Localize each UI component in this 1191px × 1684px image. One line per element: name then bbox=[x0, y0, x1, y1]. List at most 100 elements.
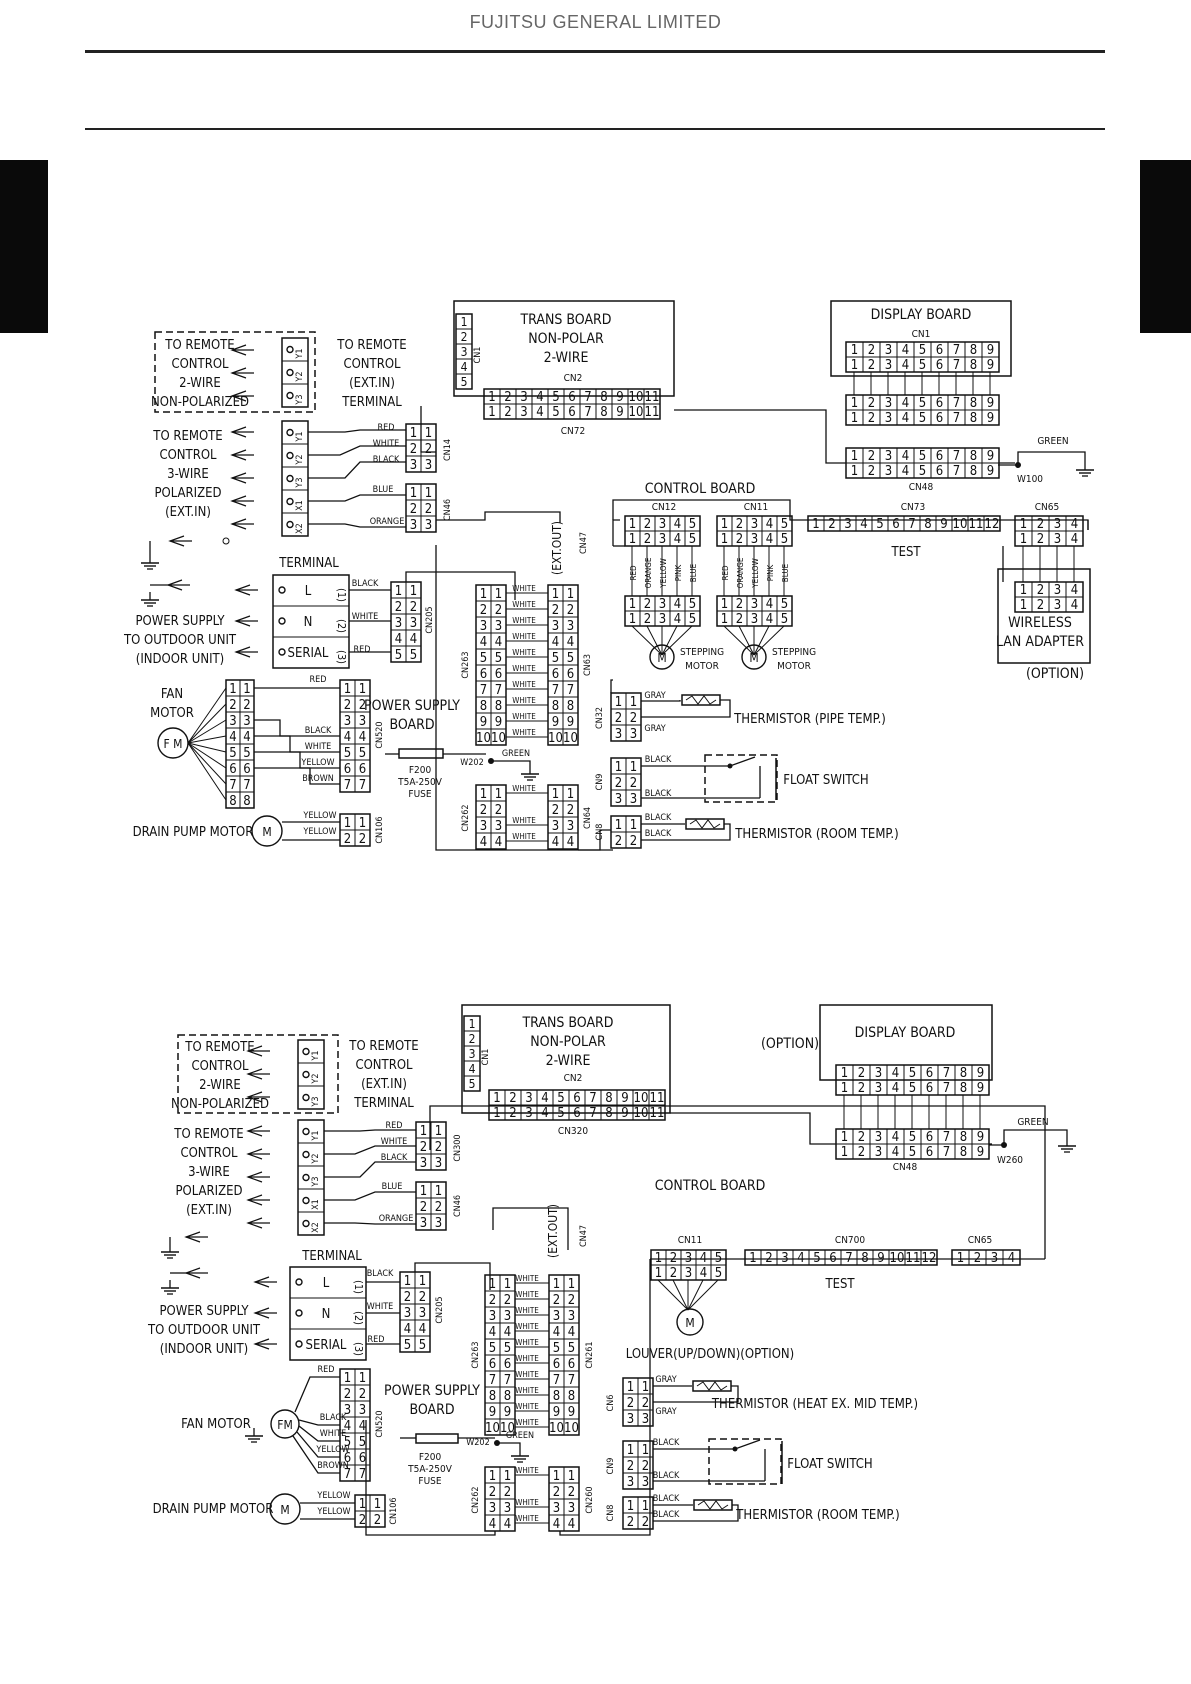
wire-color-label: YELLOW bbox=[300, 758, 334, 768]
pin-number: 1 bbox=[630, 760, 637, 775]
wire-color-label: WHITE bbox=[512, 712, 536, 721]
pin-number: 1 bbox=[841, 1145, 848, 1160]
pin-number: 1 bbox=[629, 517, 636, 532]
wire-color-label: BLACK bbox=[645, 755, 672, 765]
pin-number: 8 bbox=[480, 699, 487, 714]
pin-number: 2 bbox=[410, 442, 417, 457]
wire-color-label: WHITE bbox=[515, 1354, 539, 1363]
pin-number: 4 bbox=[553, 1325, 560, 1340]
fuse-label: F200 bbox=[409, 765, 432, 776]
terminal-block-2wire bbox=[297, 1039, 325, 1110]
pin-number: 9 bbox=[568, 1405, 575, 1420]
pin-number: 2 bbox=[420, 1200, 427, 1215]
pin-number: 4 bbox=[552, 835, 559, 850]
pin-number: 2 bbox=[868, 396, 875, 411]
pin-number: 5 bbox=[557, 1106, 564, 1121]
pin-number: 1 bbox=[567, 787, 574, 802]
wire-color-label: ORANGE bbox=[379, 1214, 414, 1224]
pin-number: 11 bbox=[906, 1251, 921, 1266]
pin-number: 3 bbox=[520, 405, 527, 420]
pin-number: 5 bbox=[229, 746, 236, 761]
terminal-id: X1 bbox=[295, 500, 305, 511]
w202-label: W202 bbox=[466, 1438, 489, 1448]
pin-number: 6 bbox=[573, 1106, 580, 1121]
wire-color-label: BLACK bbox=[653, 1438, 680, 1448]
motor-lead bbox=[631, 625, 663, 656]
pin-number: 3 bbox=[630, 792, 637, 807]
board-outline bbox=[420, 406, 436, 453]
wire-black bbox=[308, 461, 406, 479]
pin-number: 10 bbox=[564, 1421, 579, 1436]
pin-number: 2 bbox=[420, 1140, 427, 1155]
pin-number: 2 bbox=[615, 711, 622, 726]
board-outline bbox=[429, 1105, 1046, 1259]
wire-color-label: WHITE bbox=[515, 1418, 539, 1427]
pin-number: 1 bbox=[419, 1274, 426, 1289]
pin-number: 7 bbox=[243, 778, 250, 793]
pin-number: 5 bbox=[876, 517, 883, 532]
pin-number: 6 bbox=[892, 517, 899, 532]
wire-color-label: ORANGE bbox=[736, 557, 745, 588]
pin-number: 1 bbox=[243, 682, 250, 697]
pin-number: 4 bbox=[395, 632, 402, 647]
pin-number: 2 bbox=[627, 1515, 634, 1530]
pin-number: 1 bbox=[721, 597, 728, 612]
pin-number: 1 bbox=[359, 816, 366, 831]
pin-number: 5 bbox=[909, 1145, 916, 1160]
wire-blue bbox=[308, 494, 406, 502]
pin-number: 6 bbox=[568, 390, 575, 405]
terminal-screw-icon bbox=[302, 1150, 310, 1159]
float-switch-dashed bbox=[704, 754, 778, 803]
pin-number: 4 bbox=[567, 835, 574, 850]
pin-number: 2 bbox=[644, 517, 651, 532]
pin-number: 5 bbox=[689, 612, 696, 627]
pin-number: 1 bbox=[630, 695, 637, 710]
signal-bus bbox=[670, 1112, 836, 1145]
pin-number: 3 bbox=[495, 619, 502, 634]
pin-number: 7 bbox=[567, 683, 574, 698]
stepping-motor-icon bbox=[649, 644, 675, 670]
pin-number: 3 bbox=[359, 1403, 366, 1418]
pin-number: 4 bbox=[674, 597, 681, 612]
pin-number: 2 bbox=[359, 698, 366, 713]
wire-color-label: YELLOW bbox=[302, 811, 336, 821]
page-header: FUJITSU GENERAL LIMITED bbox=[0, 0, 1191, 60]
pin-number: 7 bbox=[953, 449, 960, 464]
remote-3wire-label: POLARIZED bbox=[154, 486, 221, 501]
pin-number: 3 bbox=[425, 458, 432, 473]
disp-cn1-label: CN1 bbox=[912, 329, 931, 340]
pin-number: 2 bbox=[858, 1066, 865, 1081]
drain-m-symbol: M bbox=[280, 1503, 289, 1517]
ext-out-label: (EXT.OUT) bbox=[550, 521, 564, 575]
pin-number: 1 bbox=[495, 787, 502, 802]
cn12-label: CN12 bbox=[652, 502, 676, 513]
pin-number: 2 bbox=[469, 1032, 476, 1046]
wire-color-label: BLACK bbox=[381, 1153, 408, 1163]
pin-number: 3 bbox=[627, 1475, 634, 1490]
fan-lead bbox=[187, 703, 227, 744]
pin-number: 9 bbox=[987, 396, 994, 411]
pin-number: 5 bbox=[553, 1341, 560, 1356]
pin-number: 2 bbox=[627, 1396, 634, 1411]
pin-number: 5 bbox=[395, 648, 402, 663]
fuse-label: T5A-250V bbox=[407, 1464, 453, 1475]
wire-blue bbox=[324, 1191, 416, 1201]
pin-number: 1 bbox=[404, 1274, 411, 1289]
pin-number: 2 bbox=[630, 711, 637, 726]
pin-number: 4 bbox=[902, 449, 909, 464]
pin-number: 1 bbox=[851, 464, 858, 479]
pin-number: 3 bbox=[1054, 532, 1061, 547]
pin-number: 1 bbox=[721, 612, 728, 627]
pin-number: 2 bbox=[642, 1396, 649, 1411]
remote-ext-label: TERMINAL bbox=[353, 1096, 414, 1111]
pin-number: 8 bbox=[605, 1091, 612, 1106]
wire-color-label: BLUE bbox=[781, 563, 790, 582]
pin-number: 1 bbox=[480, 787, 487, 802]
pin-number: 2 bbox=[615, 834, 622, 849]
thermistor-zigzag bbox=[696, 1381, 728, 1391]
pin-number: 6 bbox=[936, 343, 943, 358]
pin-number: 2 bbox=[858, 1130, 865, 1145]
pin-number: 7 bbox=[943, 1081, 950, 1096]
option-top-label: (OPTION) bbox=[761, 1036, 819, 1052]
pin-number: 6 bbox=[936, 411, 943, 426]
